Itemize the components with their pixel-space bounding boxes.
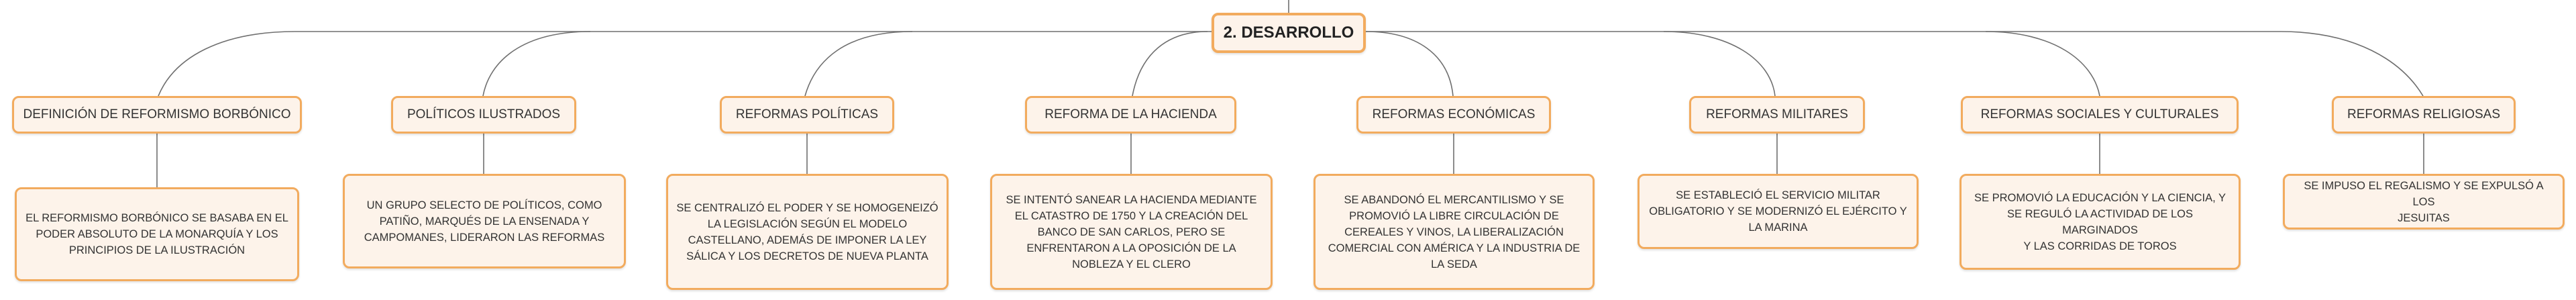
- detail-text: UN GRUPO SELECTO DE POLÍTICOS, COMO PATI…: [364, 199, 605, 244]
- branch-heading-label: REFORMAS ECONÓMICAS: [1372, 107, 1536, 121]
- branch-detail-politicos[interactable]: UN GRUPO SELECTO DE POLÍTICOS, COMO PATI…: [343, 174, 626, 268]
- branch-heading-label: REFORMA DE LA HACIENDA: [1044, 107, 1217, 121]
- connector-branch-6: [1663, 31, 1776, 97]
- branch-detail-hacienda[interactable]: SE INTENTÓ SANEAR LA HACIENDA MEDIANTE E…: [990, 174, 1273, 290]
- branch-heading-sociales[interactable]: REFORMAS SOCIALES Y CULTURALES: [1961, 96, 2239, 134]
- detail-text: SE ABANDONÓ EL MERCANTILISMO Y SE PROMOV…: [1328, 193, 1580, 270]
- branch-heading-militares[interactable]: REFORMAS MILITARES: [1689, 96, 1865, 134]
- branch-heading-label: REFORMAS POLÍTICAS: [735, 107, 879, 121]
- branch-detail-militares[interactable]: SE ESTABLECIÓ EL SERVICIO MILITAR OBLIGA…: [1638, 174, 1919, 249]
- branch-heading-economicas[interactable]: REFORMAS ECONÓMICAS: [1356, 96, 1551, 134]
- connector-branch-1: [158, 31, 296, 97]
- connector-branch-4: [1132, 31, 1208, 97]
- detail-text: EL REFORMISMO BORBÓNICO SE BASABA EN EL …: [25, 212, 288, 256]
- branch-heading-label: DEFINICIÓN DE REFORMISMO BORBÓNICO: [23, 107, 291, 121]
- branch-heading-politicos[interactable]: POLÍTICOS ILUSTRADOS: [391, 96, 576, 134]
- connector-branch-3: [804, 31, 913, 97]
- detail-text: SE INTENTÓ SANEAR LA HACIENDA MEDIANTE E…: [1006, 193, 1257, 270]
- branch-heading-hacienda[interactable]: REFORMA DE LA HACIENDA: [1025, 96, 1236, 134]
- connector-branch-5: [1365, 31, 1454, 97]
- connector-branch-8: [2280, 31, 2424, 97]
- branch-detail-sociales[interactable]: SE PROMOVIÓ LA EDUCACIÓN Y LA CIENCIA, Y…: [1960, 174, 2241, 270]
- detail-text: SE CENTRALIZÓ EL PODER Y SE HOMOGENEIZÓ …: [676, 201, 938, 262]
- branch-detail-religiosas[interactable]: SE IMPUSO EL REGALISMO Y SE EXPULSÓ A LO…: [2283, 174, 2565, 230]
- connector-branch-2: [482, 31, 591, 97]
- branch-heading-reformas-politicas[interactable]: REFORMAS POLÍTICAS: [720, 96, 894, 134]
- branch-heading-label: POLÍTICOS ILUSTRADOS: [407, 107, 561, 121]
- detail-text: SE ESTABLECIÓ EL SERVICIO MILITAR OBLIGA…: [1649, 189, 1907, 234]
- root-node[interactable]: 2. DESARROLLO: [1212, 13, 1366, 53]
- branch-heading-label: REFORMAS RELIGIOSAS: [2347, 107, 2501, 121]
- detail-text: SE IMPUSO EL REGALISMO Y SE EXPULSÓ A LO…: [2304, 179, 2544, 224]
- branch-detail-reformismo[interactable]: EL REFORMISMO BORBÓNICO SE BASABA EN EL …: [15, 187, 299, 281]
- branch-heading-label: REFORMAS SOCIALES Y CULTURALES: [1980, 107, 2219, 121]
- detail-text: SE PROMOVIÓ LA EDUCACIÓN Y LA CIENCIA, Y…: [1974, 191, 2226, 252]
- branch-heading-label: REFORMAS MILITARES: [1706, 107, 1848, 121]
- branch-heading-reformismo[interactable]: DEFINICIÓN DE REFORMISMO BORBÓNICO: [12, 96, 302, 134]
- branch-detail-reformas-politicas[interactable]: SE CENTRALIZÓ EL PODER Y SE HOMOGENEIZÓ …: [666, 174, 949, 290]
- root-title: 2. DESARROLLO: [1223, 23, 1354, 42]
- branch-heading-religiosas[interactable]: REFORMAS RELIGIOSAS: [2332, 96, 2516, 134]
- branch-detail-economicas[interactable]: SE ABANDONÓ EL MERCANTILISMO Y SE PROMOV…: [1313, 174, 1595, 290]
- connector-branch-7: [1985, 31, 2100, 97]
